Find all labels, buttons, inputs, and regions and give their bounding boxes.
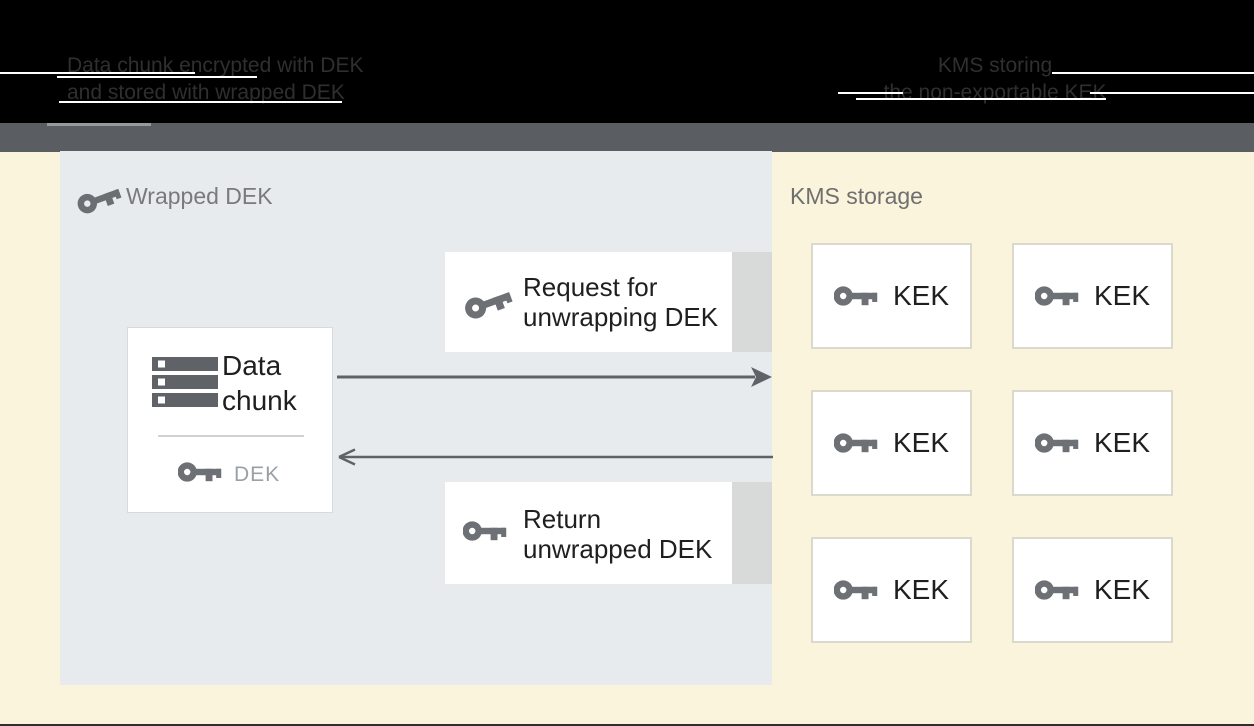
artifact-line <box>1052 72 1254 74</box>
request-arrow-right <box>337 367 772 387</box>
caption-right-line1: KMS storing <box>937 54 1053 77</box>
wrapped-key-icon <box>465 292 513 319</box>
kek-key-icon <box>833 580 878 600</box>
kek-label: KEK <box>892 280 950 311</box>
artifact-line <box>59 101 342 103</box>
dek-key-icon <box>178 462 222 482</box>
kek-key-icon <box>1034 433 1079 453</box>
artifact-line <box>1090 92 1254 94</box>
kek-label: KEK <box>1093 427 1151 458</box>
kek-key-icon <box>1034 580 1079 600</box>
artifact-line <box>57 76 257 78</box>
artifact-line <box>0 72 195 74</box>
header-divider-band <box>0 123 1254 152</box>
wrapped-dek-title: Wrapped DEK <box>126 183 273 209</box>
kek-box: KEK <box>811 243 972 349</box>
kek-key-icon <box>833 433 878 453</box>
dek-label: DEK <box>234 463 281 486</box>
kek-key-icon <box>1034 286 1079 306</box>
kek-label: KEK <box>1093 574 1151 605</box>
caption-right-line2: the non-exportable KEK <box>883 81 1107 104</box>
return-unwrapped-box: Return unwrapped DEK <box>445 482 732 584</box>
request-box-strip <box>732 252 772 352</box>
artifact-line <box>856 98 1106 100</box>
kek-box: KEK <box>811 537 972 643</box>
kek-box: KEK <box>1012 537 1173 643</box>
return-unwrapped-label: Return unwrapped DEK <box>523 504 713 564</box>
kek-box: KEK <box>1012 243 1173 349</box>
kek-label: KEK <box>892 427 950 458</box>
artifact-line <box>838 92 903 94</box>
kek-label: KEK <box>892 574 950 605</box>
caption-left-line2: and stored with wrapped DEK <box>67 81 345 104</box>
kek-box: KEK <box>1012 390 1173 496</box>
divider <box>158 435 304 437</box>
bottom-edge-line <box>0 724 1254 726</box>
return-box-strip <box>732 482 772 584</box>
data-chunk-box: Data chunk DEK <box>127 327 333 513</box>
key-icon <box>463 521 507 541</box>
kek-label: KEK <box>1093 280 1151 311</box>
storage-stack-icon <box>152 357 218 407</box>
kek-key-icon <box>833 286 878 306</box>
data-chunk-label: Data chunk <box>222 350 297 416</box>
caption-left: Data chunk encrypted with DEK and stored… <box>67 52 363 106</box>
kek-box: KEK <box>811 390 972 496</box>
artifact-line <box>47 123 151 126</box>
request-unwrap-box: Request for unwrapping DEK <box>445 252 732 352</box>
return-arrow-left <box>338 448 773 466</box>
request-unwrap-label: Request for unwrapping DEK <box>523 272 719 332</box>
kms-storage-title: KMS storage <box>790 183 923 209</box>
wrapped-key-icon <box>77 188 122 214</box>
caption-left-line1: Data chunk encrypted with DEK <box>67 54 364 77</box>
